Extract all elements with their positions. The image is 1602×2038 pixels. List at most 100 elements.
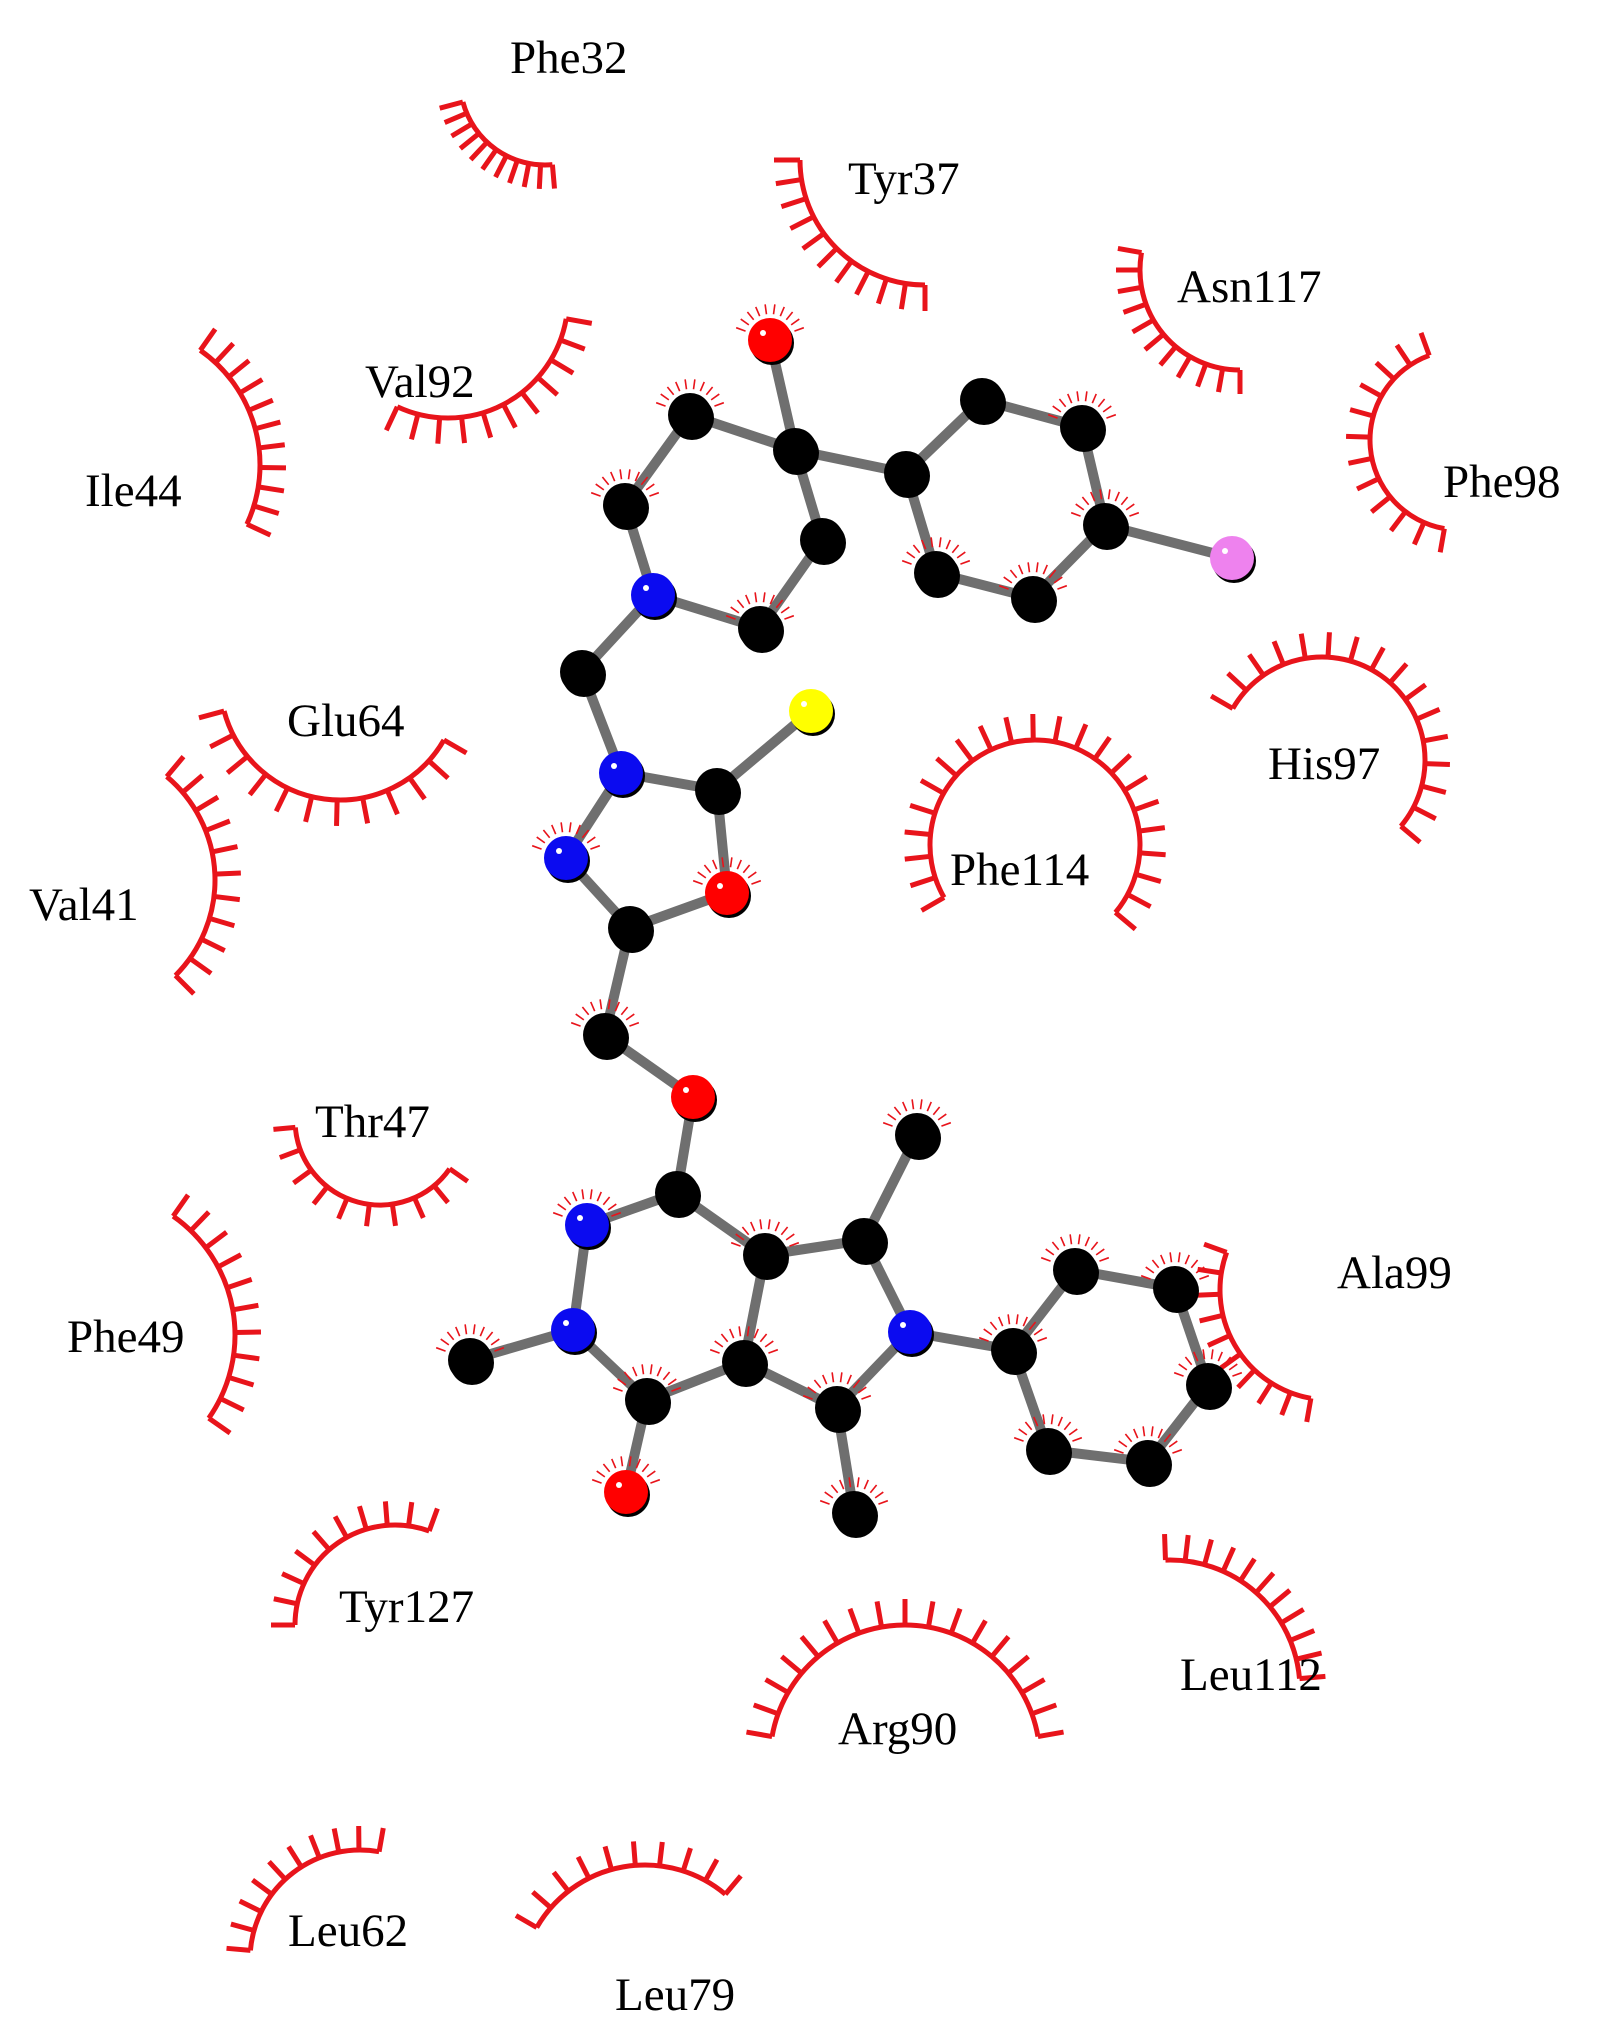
nitrogen-atom xyxy=(599,751,645,798)
atom-sphere xyxy=(631,573,675,617)
carbon-atom xyxy=(960,378,1006,425)
carbon-atom xyxy=(1070,489,1140,550)
residue-label-phe32: Phe32 xyxy=(510,32,628,84)
carbon-atom xyxy=(819,1477,889,1538)
carbon-atom xyxy=(695,768,741,815)
contact-arc-phe49 xyxy=(171,1214,238,1420)
atom-sphere xyxy=(888,1310,932,1354)
carbon-atom xyxy=(998,562,1068,623)
hydrophobic-contact-arg90 xyxy=(746,1599,1064,1740)
nitrogen-atom xyxy=(531,822,601,883)
hydrophobic-contact-phe32 xyxy=(439,99,557,189)
atom-sphere xyxy=(789,689,833,733)
contact-spokes-glu64 xyxy=(198,708,468,827)
residue-label-leu79: Leu79 xyxy=(615,1969,735,2021)
hydrophobic-contact-glu64 xyxy=(198,708,468,827)
contact-arc-arg90 xyxy=(769,1622,1041,1737)
atom-sphere xyxy=(743,1233,787,1277)
atom-highlight xyxy=(717,883,723,889)
contact-spokes-phe98 xyxy=(1345,332,1447,553)
oxygen-atom xyxy=(692,857,762,918)
contact-halo xyxy=(978,1314,1048,1342)
atom-sphere xyxy=(544,836,588,880)
residue-label-tyr37: Tyr37 xyxy=(848,153,960,205)
residue-label-phe49: Phe49 xyxy=(67,1311,185,1363)
nitrogen-atom xyxy=(888,1310,934,1357)
carbon-atom xyxy=(725,592,795,653)
contact-arc-val41 xyxy=(165,774,218,978)
contact-halo xyxy=(531,822,601,850)
carbon-atom xyxy=(435,1324,505,1385)
hydrophobic-contact-phe49 xyxy=(171,1193,262,1436)
contact-halo xyxy=(435,1324,505,1352)
atom-sphere xyxy=(1126,1440,1170,1484)
residue-label-thr47: Thr47 xyxy=(315,1096,430,1148)
atom-sphere xyxy=(565,1203,609,1247)
contact-halo xyxy=(612,1364,682,1392)
hydrophobic-contact-arcs xyxy=(164,99,1451,1953)
hydrophobic-contact-leu62 xyxy=(226,1825,386,1953)
atom-sphere xyxy=(991,1328,1035,1372)
atom-highlight xyxy=(801,701,807,707)
residue-label-phe98: Phe98 xyxy=(1443,456,1561,508)
contact-halo xyxy=(655,379,725,407)
contact-halo xyxy=(735,304,805,332)
atom-highlight xyxy=(1222,548,1228,554)
residue-label-tyr127: Tyr127 xyxy=(339,1581,474,1633)
atom-sphere xyxy=(722,1340,766,1384)
atom-sphere xyxy=(914,551,958,595)
atom-highlight xyxy=(577,1215,583,1221)
contact-halo xyxy=(1013,1414,1083,1442)
contact-halo xyxy=(552,1189,622,1217)
contact-halo xyxy=(725,592,795,620)
carbon-atom xyxy=(590,469,660,530)
contact-halo xyxy=(1140,1252,1210,1280)
contact-halo xyxy=(730,1219,800,1247)
atom-highlight xyxy=(616,1482,622,1488)
atom-highlight xyxy=(643,585,649,591)
atom-sphere xyxy=(603,483,647,527)
contact-halo xyxy=(998,562,1068,590)
contact-spokes-phe32 xyxy=(439,99,557,189)
carbon-atom xyxy=(730,1219,800,1280)
atom-sphere xyxy=(705,871,749,915)
oxygen-atom xyxy=(671,1075,717,1122)
atom-highlight xyxy=(563,1320,569,1326)
contact-spokes-leu62 xyxy=(226,1825,386,1953)
carbon-atom xyxy=(608,906,654,953)
atom-sphere xyxy=(960,378,1004,422)
hydrophobic-contact-phe114 xyxy=(904,713,1166,932)
atom-sphere xyxy=(1026,1428,1070,1472)
contact-halo xyxy=(709,1326,779,1354)
contact-arc-leu79 xyxy=(534,1862,727,1929)
atom-sphere xyxy=(748,318,792,362)
carbon-atom xyxy=(1047,391,1117,452)
carbon-atom xyxy=(709,1326,779,1387)
contact-spokes-phe114 xyxy=(904,713,1166,932)
oxygen-atom xyxy=(735,304,805,365)
residue-label-his97: His97 xyxy=(1268,738,1380,790)
nitrogen-atom xyxy=(552,1189,622,1250)
contact-arc-leu112 xyxy=(1165,1557,1303,1679)
sulfur-atom xyxy=(789,689,835,736)
hydrophobic-contact-val41 xyxy=(164,755,241,996)
contact-spokes-asn117 xyxy=(1116,246,1243,394)
atom-sphere xyxy=(599,751,643,795)
residue-label-phe114: Phe114 xyxy=(950,844,1089,896)
carbon-atom xyxy=(901,537,971,598)
contact-arc-ala99 xyxy=(1217,1251,1312,1401)
oxygen-atom xyxy=(591,1456,661,1517)
carbon-atom xyxy=(655,1171,701,1218)
atom-sphere xyxy=(583,1013,627,1057)
contact-halo xyxy=(590,469,660,497)
residue-label-ala99: Ala99 xyxy=(1337,1247,1452,1299)
fluorine-atom xyxy=(1210,536,1256,583)
hydrophobic-contact-leu112 xyxy=(1162,1534,1326,1682)
contact-halo xyxy=(591,1456,661,1484)
carbon-atom xyxy=(1173,1349,1243,1410)
contact-spokes-tyr37 xyxy=(774,157,928,311)
atom-sphere xyxy=(668,393,712,437)
atom-highlight xyxy=(611,763,617,769)
atom-sphere xyxy=(608,906,652,950)
